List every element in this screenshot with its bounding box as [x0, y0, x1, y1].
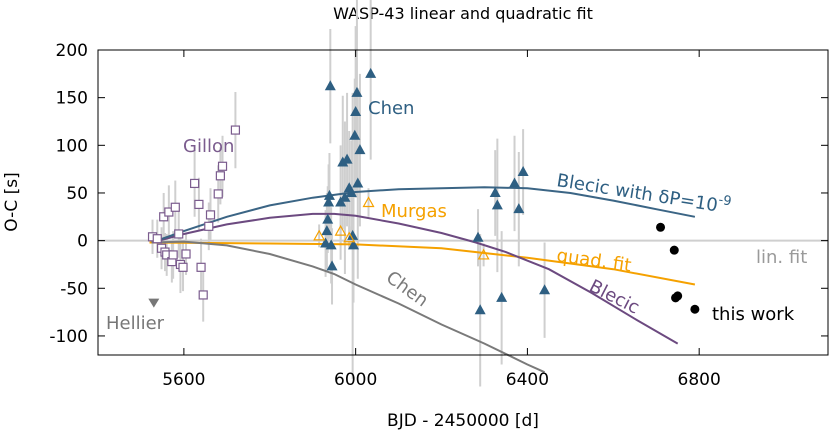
gillon-point: [204, 221, 214, 231]
chen-point: [323, 189, 335, 200]
gillon-point: [181, 249, 191, 259]
gillon-point: [178, 262, 188, 272]
murgas-point: [313, 229, 326, 241]
chen-point: [351, 86, 363, 97]
gillon-point: [217, 161, 228, 171]
chen-point: [325, 239, 337, 250]
chen-point: [321, 225, 333, 236]
svg-text:Blecic with δP=10-9: Blecic with δP=10-9: [555, 167, 732, 218]
chen-point: [323, 196, 335, 207]
gillon-point: [205, 210, 216, 220]
chen-point: [472, 231, 484, 242]
x-axis-label: BJD - 2450000 [d]: [387, 411, 539, 431]
fit-line-quad: [149, 241, 696, 286]
chen-point: [347, 229, 359, 240]
chen-point: [365, 67, 377, 78]
chen-point: [322, 213, 334, 224]
y-tick-label: 150: [56, 89, 88, 109]
gillon-point: [170, 202, 180, 212]
gillon-point: [198, 290, 208, 300]
plot-frame: [97, 49, 829, 356]
gillon-point: [213, 189, 223, 199]
label-blecic: Blecic: [586, 276, 643, 319]
y-tick-label: 50: [66, 184, 88, 204]
x-tick-label: 6400: [506, 370, 549, 390]
label-gillon: Gillon: [183, 136, 234, 157]
y-tick-label: 0: [77, 232, 88, 252]
chen-point: [349, 129, 361, 140]
murgas-point: [362, 196, 375, 208]
chen-point: [324, 80, 336, 91]
y-tick-label: -100: [49, 327, 88, 347]
murgas-point: [477, 248, 490, 260]
fit-line-blecic-dp: [151, 186, 696, 244]
label-quad-fit: quad. fit: [555, 245, 632, 276]
chen-point: [513, 203, 525, 214]
this-work-point: [669, 245, 679, 255]
chen-point: [509, 177, 521, 188]
chen-point: [341, 153, 353, 164]
plot-area: [98, 0, 828, 387]
chen-point: [339, 191, 351, 202]
chen-point: [345, 186, 357, 197]
x-tick-label: 6800: [678, 370, 721, 390]
label-this-work: this work: [712, 304, 795, 325]
chen-point: [517, 166, 529, 176]
this-work-point: [690, 304, 700, 314]
chen-point: [354, 144, 366, 155]
gillon-point: [194, 199, 204, 210]
gillon-point: [152, 234, 162, 244]
gillon-point: [215, 171, 225, 181]
gillon-point: [164, 207, 174, 217]
chen-point: [491, 199, 503, 210]
murgas-point: [334, 224, 347, 236]
x-tick-label: 6000: [334, 370, 377, 390]
chen-point: [350, 105, 362, 116]
label-murgas: Murgas: [381, 201, 447, 222]
this-work-point: [673, 291, 683, 301]
chen-point: [496, 291, 508, 302]
fit-line-blecic: [151, 212, 679, 345]
label-hellier: Hellier: [106, 313, 165, 334]
chen-point: [489, 186, 501, 197]
chart-title: WASP-43 linear and quadratic fit: [333, 4, 593, 23]
gillon-point: [159, 212, 169, 222]
this-work-point: [656, 222, 666, 232]
label-blecic-dp-exp: -9: [717, 193, 732, 210]
y-tick-label: -50: [60, 279, 88, 299]
y-axis-label: O-C [s]: [2, 172, 22, 231]
x-tick-label: 5600: [162, 370, 205, 390]
gillon-point: [168, 250, 178, 260]
gillon-point: [190, 178, 200, 189]
hellier-point: [148, 298, 160, 308]
fit-line-chen: [151, 240, 546, 374]
y-tick-label: 100: [56, 136, 88, 156]
y-tick-label: 200: [56, 41, 88, 61]
chen-point: [352, 177, 364, 188]
label-chen: Chen: [368, 98, 414, 119]
gillon-point: [230, 125, 241, 135]
chen-point: [539, 284, 551, 295]
label-chen-fit: Chen: [382, 267, 432, 311]
chen-point: [326, 260, 338, 271]
label-lin-fit: lin. fit: [756, 247, 807, 268]
gillon-point: [196, 262, 206, 272]
label-blecic-dp-base: Blecic with δP=10: [555, 170, 719, 216]
murgas-point: [343, 231, 356, 243]
gillon-point: [174, 229, 184, 239]
chen-point: [474, 304, 486, 315]
chen-point: [348, 239, 359, 250]
label-blecic-dp: Blecic with δP=10-9: [555, 167, 732, 218]
